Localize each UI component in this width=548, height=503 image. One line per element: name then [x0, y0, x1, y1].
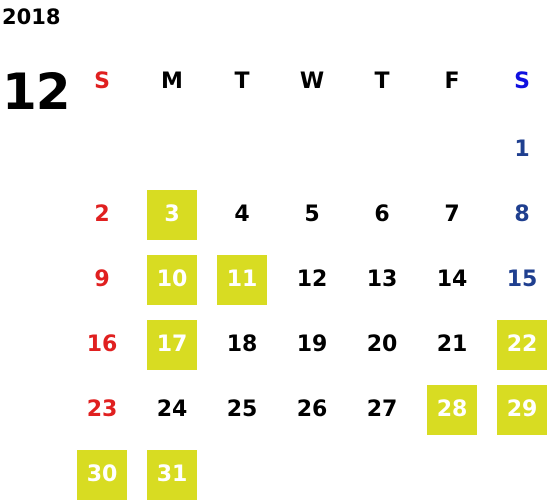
day-22[interactable]: 22	[497, 320, 547, 370]
weekday-saturday: S	[514, 69, 530, 94]
weekday-wednesday: W	[299, 69, 325, 94]
year-label: 2018	[2, 5, 61, 29]
day-8[interactable]: 8	[514, 202, 530, 227]
day-9[interactable]: 9	[94, 267, 110, 292]
day-19[interactable]: 19	[296, 332, 328, 357]
day-10[interactable]: 10	[147, 255, 197, 305]
day-15[interactable]: 15	[506, 267, 538, 292]
day-16[interactable]: 16	[86, 332, 118, 357]
day-30[interactable]: 30	[77, 450, 127, 500]
day-31[interactable]: 31	[147, 450, 197, 500]
day-2[interactable]: 2	[94, 202, 110, 227]
day-21[interactable]: 21	[436, 332, 468, 357]
day-14[interactable]: 14	[436, 267, 468, 292]
day-12[interactable]: 12	[296, 267, 328, 292]
day-20[interactable]: 20	[366, 332, 398, 357]
weekday-header-row: S M T W T F S	[0, 64, 548, 100]
day-6[interactable]: 6	[374, 202, 390, 227]
day-28[interactable]: 28	[427, 385, 477, 435]
month-number: 12	[2, 63, 71, 121]
day-3[interactable]: 3	[147, 190, 197, 240]
day-13[interactable]: 13	[366, 267, 398, 292]
weekday-sunday: S	[94, 69, 110, 94]
day-24[interactable]: 24	[156, 397, 188, 422]
day-5[interactable]: 5	[304, 202, 320, 227]
day-7[interactable]: 7	[444, 202, 460, 227]
day-17[interactable]: 17	[147, 320, 197, 370]
day-1[interactable]: 1	[514, 137, 530, 162]
weekday-thursday: T	[374, 69, 390, 94]
day-25[interactable]: 25	[226, 397, 258, 422]
weekday-tuesday: T	[234, 69, 250, 94]
day-4[interactable]: 4	[234, 202, 250, 227]
weekday-friday: F	[444, 69, 460, 94]
day-11[interactable]: 11	[217, 255, 267, 305]
day-23[interactable]: 23	[86, 397, 118, 422]
day-27[interactable]: 27	[366, 397, 398, 422]
weekday-monday: M	[161, 69, 183, 94]
day-26[interactable]: 26	[296, 397, 328, 422]
day-29[interactable]: 29	[497, 385, 547, 435]
day-18[interactable]: 18	[226, 332, 258, 357]
